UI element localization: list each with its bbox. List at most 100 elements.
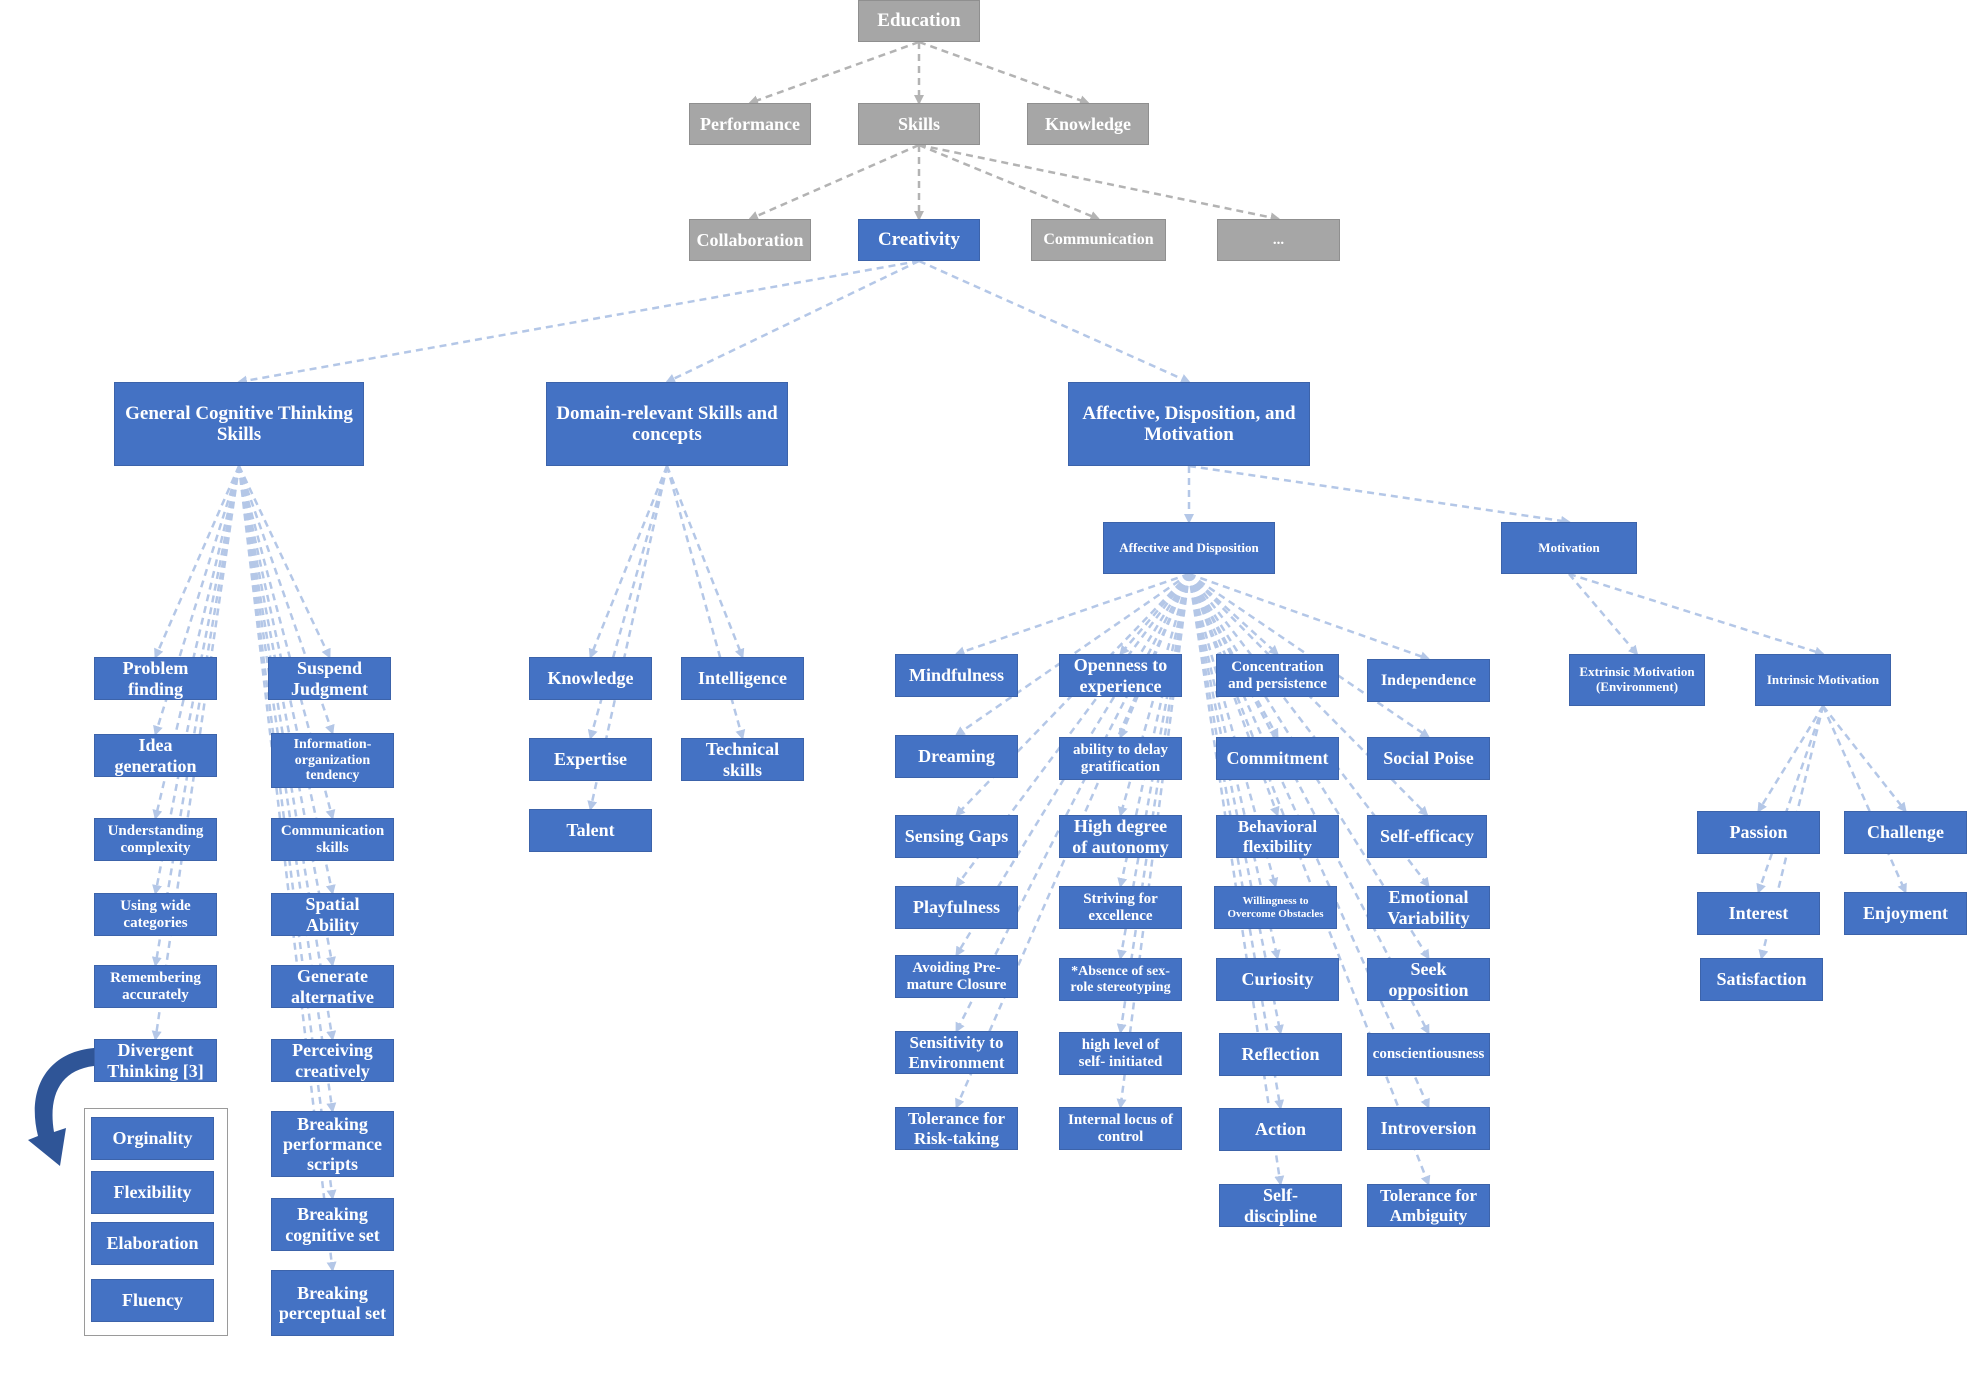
node-commitment: Commitment xyxy=(1216,737,1339,780)
node-sensitivity-to-environment: Sensitivity to Environment xyxy=(895,1031,1018,1074)
node-spatial-ability: Spatial Ability xyxy=(271,893,394,936)
node-self-discipline: Self- discipline xyxy=(1219,1184,1342,1227)
node-suspend-judgment: Suspend Judgment xyxy=(268,657,391,700)
node-divergent-thinking: Divergent Thinking [3] xyxy=(94,1039,217,1082)
edge-affective-disposition-reflection xyxy=(1187,573,1284,1035)
edge-affective-disposition-independence xyxy=(1188,572,1431,662)
edge-education-performance xyxy=(748,40,920,105)
node-social-poise: Social Poise xyxy=(1367,737,1490,780)
node-more: ... xyxy=(1217,219,1340,261)
node-domain-relevant: Domain-relevant Skills and concepts xyxy=(546,382,788,466)
node-intrinsic-motivation: Intrinsic Motivation xyxy=(1755,654,1891,706)
edge-intrinsic-motivation-enjoyment xyxy=(1821,705,1907,894)
node-performance: Performance xyxy=(689,103,811,145)
node-using-wide-categories: Using wide categories xyxy=(94,893,217,936)
node-motivation: Motivation xyxy=(1501,522,1637,574)
node-tolerance-risk: Tolerance for Risk-taking xyxy=(895,1107,1018,1150)
node-seek-opposition: Seek opposition xyxy=(1367,958,1490,1001)
node-talent: Talent xyxy=(529,809,652,852)
edge-affective-disposition-self-discipline xyxy=(1187,573,1285,1186)
edge-affective-disposition-self-initiated xyxy=(1116,573,1191,1034)
edge-skills-more xyxy=(918,143,1281,223)
edge-creativity-affective-motivation xyxy=(918,259,1191,384)
node-striving-excellence: Striving for excellence xyxy=(1059,886,1182,929)
node-mindfulness: Mindfulness xyxy=(895,654,1018,697)
node-breaking-cognitive-set: Breaking cognitive set xyxy=(271,1198,394,1251)
node-challenge: Challenge xyxy=(1844,811,1967,854)
node-breaking-performance-scripts: Breaking performance scripts xyxy=(271,1111,394,1177)
edge-general-cognitive-generate-alternative xyxy=(237,465,336,967)
node-tolerance-ambiguity: Tolerance for Ambiguity xyxy=(1367,1184,1490,1227)
node-skills: Skills xyxy=(858,103,980,145)
node-interest: Interest xyxy=(1697,892,1820,935)
node-conscientiousness: conscientiousness xyxy=(1367,1033,1490,1076)
edge-intrinsic-motivation-challenge xyxy=(1822,705,1907,813)
node-openness-to-experience: Openness to experience xyxy=(1059,654,1182,697)
node-willingness-obstacles: Willingness to Overcome Obstacles xyxy=(1214,886,1337,929)
edge-domain-relevant-knowledge-domain xyxy=(588,465,669,659)
edge-creativity-general-cognitive xyxy=(237,259,920,386)
edge-affective-disposition-openness-to-experience xyxy=(1119,573,1190,656)
edge-affective-motivation-motivation xyxy=(1188,464,1571,526)
edge-creativity-domain-relevant xyxy=(665,259,920,384)
node-absence-stereotyping: *Absence of sex- role stereotyping xyxy=(1059,958,1182,1001)
node-internal-locus: Internal locus of control xyxy=(1059,1107,1182,1150)
node-action: Action xyxy=(1219,1108,1342,1151)
node-expertise: Expertise xyxy=(529,738,652,781)
node-delay-gratification: ability to delay gratification xyxy=(1059,737,1182,780)
node-understanding-complexity: Understanding complexity xyxy=(94,818,217,861)
edge-intrinsic-motivation-passion xyxy=(1757,705,1825,813)
node-self-initiated: high level of self- initiated xyxy=(1059,1032,1182,1075)
node-concentration-persistence: Concentration and persistence xyxy=(1216,654,1339,697)
node-avoiding-premature-closure: Avoiding Pre- mature Closure xyxy=(895,955,1018,998)
node-problem-finding: Problem finding xyxy=(94,657,217,700)
node-flexibility: Flexibility xyxy=(91,1171,214,1214)
edge-motivation-intrinsic-motivation xyxy=(1568,572,1825,657)
edge-intrinsic-motivation-interest xyxy=(1756,705,1825,894)
node-passion: Passion xyxy=(1697,811,1820,854)
node-affective-motivation: Affective, Disposition, and Motivation xyxy=(1068,382,1310,466)
node-self-efficacy: Self-efficacy xyxy=(1367,815,1487,858)
node-high-autonomy: High degree of autonomy xyxy=(1059,815,1182,858)
node-affective-disposition: Affective and Disposition xyxy=(1103,522,1275,574)
edge-skills-communication xyxy=(918,143,1101,221)
node-communication: Communication xyxy=(1031,219,1166,261)
node-playfulness: Playfulness xyxy=(895,886,1018,929)
edge-affective-disposition-mindfulness xyxy=(954,572,1190,657)
node-information-organization: Information- organization tendency xyxy=(271,733,394,788)
node-creativity: Creativity xyxy=(858,219,980,261)
node-general-cognitive: General Cognitive Thinking Skills xyxy=(114,382,364,466)
node-reflection: Reflection xyxy=(1219,1033,1342,1076)
edge-domain-relevant-intelligence xyxy=(665,465,745,659)
edge-motivation-extrinsic-motivation xyxy=(1568,573,1639,656)
node-satisfaction: Satisfaction xyxy=(1700,958,1823,1001)
node-generate-alternative: Generate alternative xyxy=(271,965,394,1008)
node-independence: Independence xyxy=(1367,659,1490,702)
edge-affective-disposition-avoiding-premature-closure xyxy=(955,573,1191,957)
node-technical-skills: Technical skills xyxy=(681,738,804,781)
curved-arrow-icon xyxy=(28,1048,94,1166)
node-knowledge-domain: Knowledge xyxy=(529,657,652,700)
node-perceiving-creatively: Perceiving creatively xyxy=(271,1039,394,1082)
edge-skills-collaboration xyxy=(748,143,920,221)
node-knowledge-top: Knowledge xyxy=(1027,103,1149,145)
node-orginality: Orginality xyxy=(91,1117,214,1160)
node-sensing-gaps: Sensing Gaps xyxy=(895,815,1018,858)
edge-education-knowledge-top xyxy=(918,40,1090,105)
node-remembering-accurately: Remembering accurately xyxy=(94,965,217,1008)
edge-affective-disposition-concentration-persistence xyxy=(1188,573,1279,656)
node-dreaming: Dreaming xyxy=(895,735,1018,778)
edge-affective-disposition-sensitivity-to-environment xyxy=(955,573,1191,1033)
node-idea-generation: Idea generation xyxy=(94,734,217,777)
node-curiosity: Curiosity xyxy=(1216,958,1339,1001)
node-extrinsic-motivation: Extrinsic Motivation (Environment) xyxy=(1569,654,1705,706)
edge-general-cognitive-problem-finding xyxy=(154,465,241,659)
edge-general-cognitive-remembering-accurately xyxy=(151,465,241,967)
node-introversion: Introversion xyxy=(1367,1107,1490,1150)
node-elaboration: Elaboration xyxy=(91,1222,214,1265)
node-education: Education xyxy=(858,0,980,42)
node-emotional-variability: Emotional Variability xyxy=(1367,886,1490,929)
edge-affective-disposition-conscientiousness xyxy=(1187,573,1430,1035)
node-intelligence: Intelligence xyxy=(681,657,804,700)
